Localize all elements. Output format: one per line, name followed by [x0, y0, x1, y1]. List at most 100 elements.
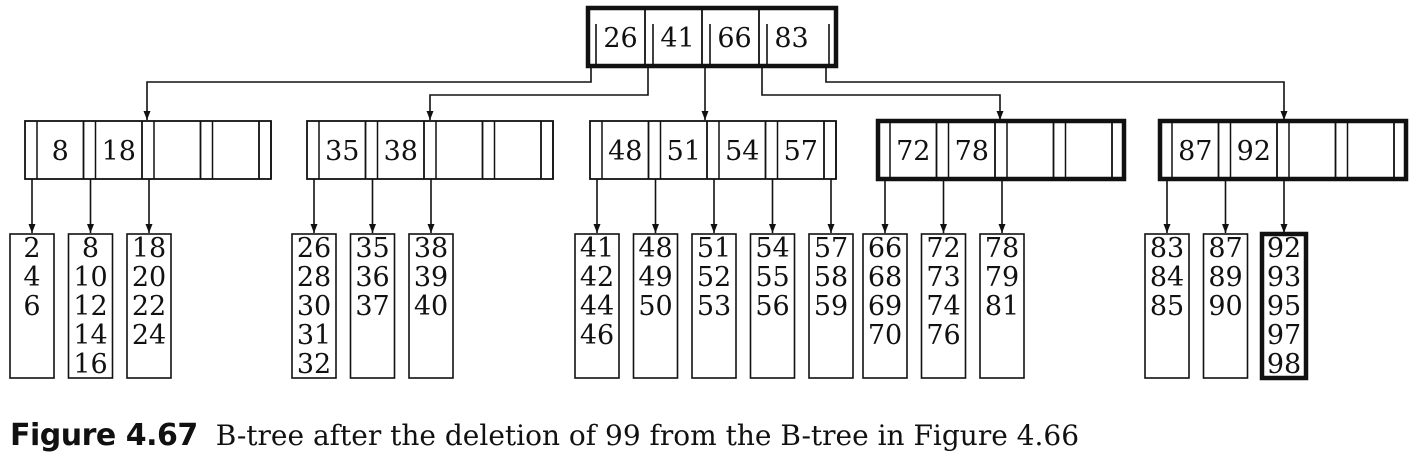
leaf-value: 92 — [1267, 233, 1301, 264]
internal-key: 8 — [52, 136, 69, 167]
internal-key: 35 — [325, 136, 359, 167]
leaf-value: 83 — [1150, 233, 1184, 264]
leaf-value: 28 — [297, 262, 331, 293]
leaf-value: 44 — [580, 291, 614, 322]
leaf-box — [574, 233, 620, 379]
leaf-value: 55 — [755, 262, 789, 293]
leaf-box — [749, 233, 796, 379]
leaf-value: 24 — [132, 320, 166, 351]
leaf-value: 22 — [132, 291, 166, 322]
leaf-value: 98 — [1267, 349, 1301, 380]
figure-caption: Figure 4.67 B-tree after the deletion of … — [10, 418, 1410, 458]
leaf-value: 93 — [1267, 262, 1301, 293]
leaf-node: 246 — [9, 233, 55, 379]
leaf-box — [349, 233, 396, 379]
leaf-value: 30 — [297, 291, 331, 322]
leaf-value: 68 — [868, 262, 902, 293]
leaf-box — [408, 233, 454, 379]
leaf-value: 85 — [1150, 291, 1184, 322]
root-edge — [143, 66, 592, 120]
caption-text: B-tree after the deletion of 99 from the… — [215, 419, 1080, 452]
leaf-value: 72 — [926, 233, 960, 264]
leaf-box — [979, 233, 1025, 379]
leaf-value: 41 — [580, 233, 614, 264]
leaf-box — [9, 233, 55, 379]
leaf-value: 87 — [1208, 233, 1242, 264]
leaf-value: 95 — [1267, 291, 1301, 322]
leaf-value: 57 — [814, 233, 848, 264]
leaf-value: 35 — [355, 233, 389, 264]
leaf-value: 69 — [868, 291, 902, 322]
leaf-box — [1144, 233, 1190, 379]
internal-key: 78 — [955, 136, 989, 167]
root-key: 41 — [660, 23, 694, 54]
internal-key: 18 — [102, 136, 136, 167]
root-edge — [761, 66, 1004, 120]
internal-key: 48 — [608, 136, 642, 167]
internal-node: 87 92 — [1157, 118, 1409, 182]
leaf-value: 37 — [355, 291, 389, 322]
leaf-value: 90 — [1208, 291, 1242, 322]
leaf-value: 14 — [73, 320, 107, 351]
leaf-value: 8 — [82, 233, 99, 264]
leaf-value: 46 — [580, 320, 614, 351]
leaf-value: 31 — [297, 320, 331, 351]
leaf-box — [632, 233, 679, 379]
leaf-box — [291, 233, 337, 379]
root-edge — [825, 66, 1288, 120]
root-node-box — [585, 5, 839, 69]
internal-key: 51 — [667, 136, 701, 167]
leaf-value: 70 — [868, 320, 902, 351]
leaf-value: 36 — [355, 262, 389, 293]
leaf-value: 40 — [414, 291, 448, 322]
internal-key: 87 — [1178, 136, 1212, 167]
leaf-value: 76 — [926, 320, 960, 351]
leaf-value: 6 — [23, 291, 40, 322]
leaf-box — [691, 233, 737, 379]
leaf-value: 97 — [1267, 320, 1301, 351]
leaf-value: 66 — [868, 233, 902, 264]
leaf-value: 10 — [73, 262, 107, 293]
leaf-value: 74 — [926, 291, 960, 322]
internal-key: 72 — [896, 136, 930, 167]
leaf-value: 26 — [297, 233, 331, 264]
leaf-box — [1202, 233, 1249, 379]
leaf-value: 58 — [814, 262, 848, 293]
leaf-value: 2 — [23, 233, 40, 264]
leaf-box — [862, 233, 908, 379]
caption-label: Figure 4.67 — [10, 418, 198, 453]
internal-node-box — [1157, 118, 1409, 182]
leaf-value: 32 — [297, 349, 331, 380]
internal-node: 8 18 — [24, 120, 272, 180]
leaf-value: 42 — [580, 262, 614, 293]
leaf-box — [920, 233, 967, 379]
leaf-box — [126, 233, 172, 379]
root-key: 66 — [717, 23, 751, 54]
leaf-box — [1259, 231, 1309, 381]
leaf-value: 78 — [985, 233, 1019, 264]
leaf-value: 16 — [73, 349, 107, 380]
internal-key: 38 — [384, 136, 418, 167]
internal-key: 92 — [1237, 136, 1271, 167]
leaf-value: 59 — [814, 291, 848, 322]
leaf-box — [808, 233, 854, 379]
leaf-value: 52 — [697, 262, 731, 293]
